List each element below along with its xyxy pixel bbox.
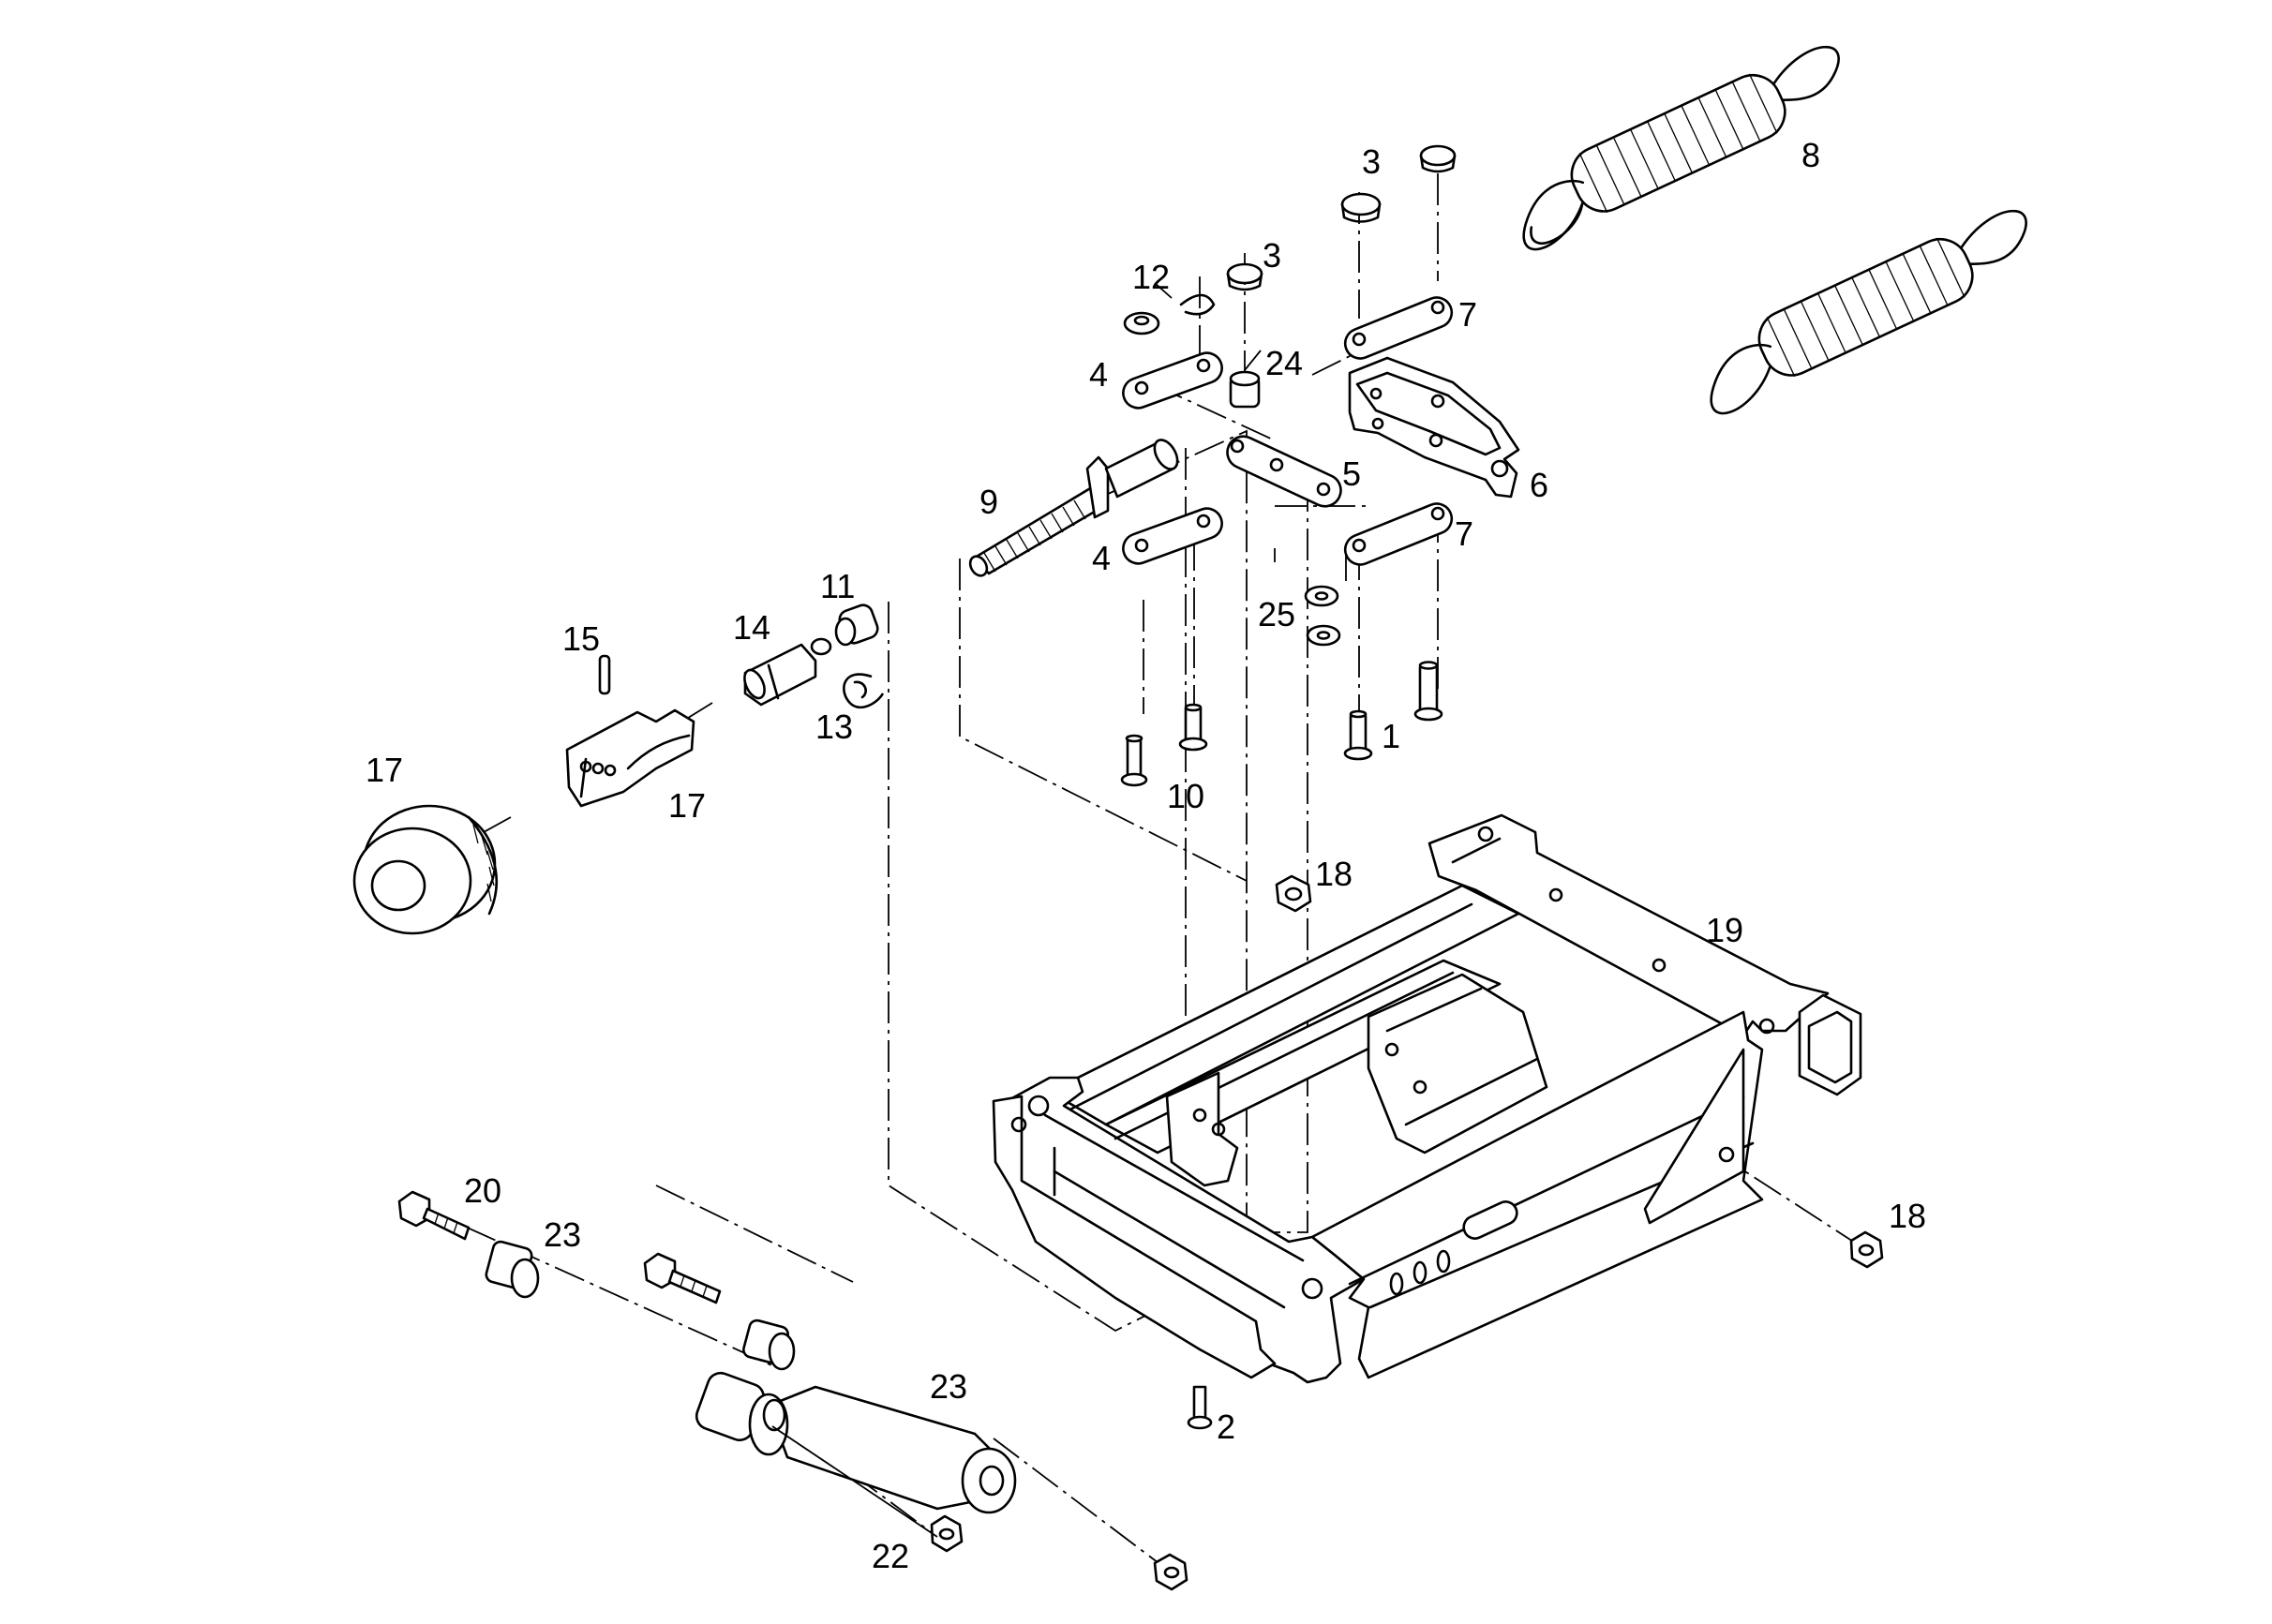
spacer-24 [1229,370,1261,409]
bolt-1-left [1343,709,1373,761]
label-11: 11 [820,567,855,605]
fork-17 [565,708,695,808]
part-labels: 1 2 3 3 4 4 5 6 7 7 8 9 10 11 12 13 14 1… [366,136,1926,1575]
label-6: 6 [1530,466,1548,504]
links [1122,296,1520,566]
label-7-upper: 7 [1458,295,1477,334]
bolt-2 [1187,1385,1213,1430]
clip-13 [843,673,885,709]
link-4-upper [1122,351,1223,410]
caps-washers [1123,144,1457,647]
cap-3-right [1419,144,1457,173]
link-5 [1226,435,1342,508]
label-17-fork: 17 [668,786,706,825]
label-19: 19 [1706,911,1743,949]
label-17-knob: 17 [366,751,403,789]
label-3-right: 3 [1362,142,1381,181]
spacer-23-left [485,1240,540,1299]
washer-12 [1123,293,1216,335]
leader-lines [1154,282,1262,371]
link-4-lower [1122,507,1223,565]
nut-18-top [1275,874,1312,913]
label-5: 5 [1342,454,1361,493]
bolt-10-right [1178,703,1208,752]
plate-6 [1348,356,1520,499]
nut-18-right [1849,1230,1884,1269]
nut-22 [930,1514,964,1553]
label-4-lower: 4 [1092,539,1111,577]
link-7-upper [1343,296,1454,360]
label-8: 8 [1801,136,1820,174]
bolt-20 [397,1190,471,1241]
label-13: 13 [815,708,853,746]
label-23-damper: 23 [930,1367,967,1406]
nut-bottom [1153,1553,1188,1591]
label-2: 2 [1217,1408,1235,1446]
shaft-14 [743,637,832,707]
label-9: 9 [979,483,998,521]
label-15: 15 [562,619,600,658]
link-7-lower [1343,502,1454,566]
nuts [930,874,1884,1591]
tension-springs-part-8 [1522,45,2027,415]
spacer-23-right [742,1319,796,1371]
bolt-20-second [643,1252,722,1304]
bolt-1-right [1413,661,1443,722]
damper-23 [695,1371,1017,1538]
cap-3-left [1226,262,1263,291]
label-12: 12 [1132,258,1170,296]
label-22: 22 [872,1537,909,1575]
label-7-lower: 7 [1455,514,1473,553]
threaded-spindle-part-9 [968,439,1179,577]
washers-25 [1304,585,1341,647]
label-24: 24 [1265,344,1303,382]
label-20: 20 [464,1171,501,1210]
label-18-top: 18 [1315,855,1353,893]
cap-3-mid [1340,192,1382,223]
label-25: 25 [1258,595,1295,633]
label-10: 10 [1167,777,1204,815]
label-4-upper: 4 [1089,355,1108,394]
label-14: 14 [733,608,770,647]
label-3-left: 3 [1263,236,1281,275]
seat-frame-part-19 [992,813,1862,1384]
label-1: 1 [1382,717,1400,755]
knob-assembly [352,603,885,935]
damper-assembly [397,1190,1017,1538]
knob-17 [352,804,499,935]
pin-15 [598,654,611,695]
label-18-right: 18 [1889,1197,1926,1235]
label-23-spacer: 23 [544,1215,581,1254]
bushing-11 [834,603,879,647]
bolts [1120,661,1443,1430]
bolt-10-left [1120,734,1148,787]
